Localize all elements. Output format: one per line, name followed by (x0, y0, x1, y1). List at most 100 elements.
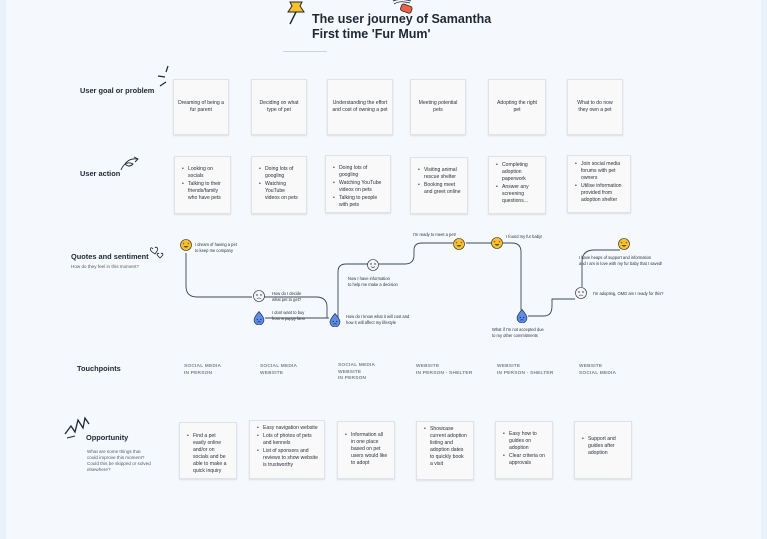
opportunity-item: Information all in one place based on pe… (345, 432, 388, 467)
title-divider (283, 51, 327, 52)
quote-text: What if I'm not accepted due to my other… (492, 327, 544, 338)
touchpoint: WEBSITE IN PERSON - SHELTER (497, 364, 553, 377)
quote-line: to keep me company (195, 247, 234, 253)
quote-line: to my other commitments (492, 332, 538, 338)
quote-line: How do I know what it will cost and (346, 314, 410, 319)
quote-text: I found my fur baby! (506, 234, 542, 240)
love-face-icon (180, 239, 192, 251)
quote-line: How do I decide (272, 291, 302, 296)
opportunity-item: Support and guides after adoption (582, 436, 625, 457)
spark-doodle-icon (157, 65, 169, 87)
quote-text: I have heaps of support and information … (579, 255, 662, 266)
touchpoint-line: IN PERSON - SHELTER (497, 370, 554, 376)
goal-card: Dreaming of being a fur parent (173, 79, 229, 135)
opportunity-card: Easy how to guides on adoption Clear cri… (495, 421, 553, 479)
opportunity-item: Showcase current adoption listing and ad… (424, 426, 467, 468)
quote-text: How do I decide what pet to get? (272, 291, 301, 302)
touchpoint-line: WEBSITE (497, 364, 521, 369)
action-item: Answer any screening questions... (496, 184, 539, 205)
action-item: Looking on socials (182, 166, 224, 180)
opportunity-card: Information all in one place based on pe… (337, 421, 395, 479)
row-sub-opportunity: What are some things that could improve … (87, 449, 151, 473)
love-face-icon (618, 238, 630, 250)
touchpoint: WEBSITE SOCIAL MEDIA (579, 364, 616, 377)
goal-card: What to do now they own a pet (567, 79, 623, 135)
goal-text: Understanding the effort and cost of own… (332, 100, 388, 113)
action-card: Visiting animal rescue shelter Booking m… (410, 157, 468, 214)
row-sub-quotes: How do they feel in this moment? (71, 264, 139, 269)
title-line-1: The user journey of Samantha (312, 12, 492, 26)
action-item: Completing adoption paperwork (496, 162, 539, 183)
touchpoint-line: WEBSITE (338, 369, 362, 375)
quote-text: Now I have information to help me make a… (348, 276, 398, 287)
touchpoint-line: SOCIAL MEDIA (579, 370, 617, 376)
opportunity-card: Showcase current adoption listing and ad… (416, 421, 474, 480)
love-face-icon (491, 237, 503, 249)
opportunity-item: Lots of photos of pets and kennels (257, 433, 318, 447)
touchpoint-line: SOCIAL MEDIA (184, 364, 222, 369)
touchpoint-line: IN PERSON (184, 370, 213, 376)
opportunity-item: Easy navigation website (257, 425, 318, 432)
touchpoint-line: IN PERSON - SHELTER (416, 370, 473, 376)
opportunity-item: Find a pet easily online and/or on socia… (187, 433, 230, 475)
opportunity-card: Find a pet easily online and/or on socia… (179, 422, 237, 479)
tag-icon (392, 0, 413, 14)
goal-card: Deciding on what type of pet (251, 79, 307, 135)
touchpoint-line: WEBSITE (579, 364, 603, 369)
worried-face-icon (253, 290, 265, 302)
opportunity-sub-line: could improve this moment? (87, 455, 145, 460)
love-face-icon (453, 238, 465, 250)
goal-text: Adopting the right pet (497, 100, 537, 113)
goal-text: What to do now they own a pet (577, 100, 613, 113)
row-label-quotes: Quotes and sentiment (71, 252, 149, 261)
quote-line: and I am in love with my fur baby that I… (579, 260, 663, 266)
worried-face-icon (516, 309, 528, 323)
touchpoint-line: SOCIAL MEDIA (338, 363, 376, 368)
action-card: Join social media forums with pet owners… (567, 155, 631, 213)
quote-text: I dream of having a pet to keep me compa… (195, 242, 237, 253)
arrow-doodle-icon (120, 156, 139, 171)
pushpin-icon (287, 1, 305, 25)
opportunity-item: Clear criteria on approvals (503, 453, 546, 467)
action-card: Doing lots of googling Watching YouTube … (325, 155, 391, 213)
action-item: Join social media forums with pet owners (575, 161, 624, 182)
quote-line: what pet to get? (272, 296, 302, 302)
quote-line: I dont want to buy (272, 310, 305, 315)
quote-line: I dream of having a pet (195, 242, 237, 247)
goal-text: Dreaming of being a fur parent (178, 100, 224, 113)
touchpoint-line: IN PERSON (338, 376, 367, 381)
opportunity-sub-line: elsewhere? (87, 467, 111, 472)
goal-card: Understanding the effort and cost of own… (327, 79, 393, 135)
quote-line: from a puppy farm (272, 315, 306, 321)
touchpoint: SOCIAL MEDIA WEBSITE IN PERSON (338, 363, 375, 383)
quote-line: to help me make a decision (348, 281, 398, 287)
action-card: Doing lots of googling Watching YouTube … (251, 156, 307, 214)
opportunity-card: Easy navigation website Lots of photos o… (249, 420, 325, 479)
neutral-face-icon (575, 287, 587, 299)
neutral-face-icon (367, 259, 379, 271)
goal-card: Adopting the right pet (488, 79, 546, 135)
hearts-doodle-icon (150, 246, 164, 259)
action-item: Utilise information provided from adopti… (575, 183, 624, 204)
action-item: Booking meet and greet online (418, 182, 461, 196)
touchpoint-line: SOCIAL MEDIA (260, 364, 298, 369)
row-label-touchpoints: Touchpoints (77, 364, 121, 373)
burst-doodle-icon (64, 416, 90, 439)
goal-card: Meeting potential pets (410, 79, 466, 135)
touchpoint: SOCIAL MEDIA IN PERSON (184, 364, 221, 377)
opportunity-card: Support and guides after adoption (574, 421, 632, 479)
action-card: Looking on socials Talking to their frie… (174, 156, 231, 214)
quote-text: How do I know what it will cost and how … (346, 314, 409, 325)
touchpoint: WEBSITE IN PERSON - SHELTER (416, 364, 472, 377)
action-item: Talking to their friends/family who have… (182, 181, 224, 202)
goal-text: Deciding on what type of pet (259, 100, 299, 113)
quote-text: I'm adopting, OMG am I ready for this? (593, 291, 663, 297)
quote-line: Now I have information (348, 276, 390, 281)
page-title: The user journey of Samantha First time … (312, 12, 491, 42)
quote-text: I dont want to buy from a puppy farm (272, 310, 305, 321)
quote-line: What if I'm not accepted due (492, 327, 544, 332)
action-card: Completing adoption paperwork Answer any… (488, 156, 546, 214)
quote-line: I'm adopting, OMG am I ready for this? (593, 291, 664, 296)
worried-face-icon (253, 311, 265, 325)
